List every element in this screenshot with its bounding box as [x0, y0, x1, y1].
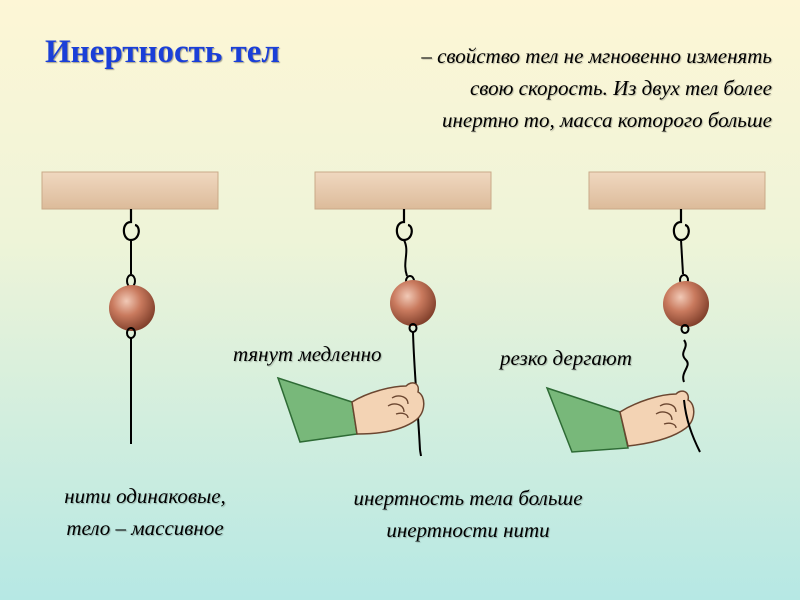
- definition-text: – свойство тел не мгновенно изменять сво…: [342, 40, 772, 136]
- sleeve: [276, 376, 358, 443]
- caption-line: нити одинаковые,: [64, 484, 226, 508]
- definition-line: – свойство тел не мгновенно изменять: [421, 44, 772, 68]
- thread: [419, 449, 422, 457]
- hook: [395, 209, 413, 242]
- caption-line: тело – массивное: [66, 516, 224, 540]
- caption-line: инертности нити: [386, 518, 550, 542]
- thread: [403, 239, 408, 277]
- hook: [672, 209, 690, 242]
- title: Инертность тел: [45, 34, 280, 70]
- setup-middle: [276, 171, 492, 457]
- ceiling-beam: [314, 171, 492, 210]
- label-sharp-jerk: резко дергают: [500, 346, 632, 370]
- sleeve: [545, 386, 629, 453]
- ball: [109, 285, 155, 331]
- caption-line: инертность тела больше: [353, 486, 583, 510]
- hook: [122, 209, 140, 242]
- label-slow-pull: тянут медленно: [233, 342, 382, 366]
- setup-right: [545, 171, 766, 453]
- definition-line: инертно то, масса которого больше: [442, 108, 772, 132]
- caption-left: нити одинаковые, тело – массивное: [30, 480, 260, 544]
- ceiling-beam: [41, 171, 219, 210]
- broken-thread-top: [682, 339, 689, 383]
- setup-left: [41, 171, 219, 444]
- ceiling-beam: [588, 171, 766, 210]
- hand-fingers: [655, 403, 677, 429]
- ball: [663, 281, 709, 327]
- hand-fingers: [387, 395, 409, 419]
- caption-bottom: инертность тела больше инертности нити: [318, 482, 618, 546]
- broken-thread-bottom: [683, 399, 701, 453]
- loop: [680, 324, 690, 334]
- hand: [619, 390, 695, 447]
- hand: [351, 382, 425, 435]
- ball: [390, 280, 436, 326]
- thread: [680, 239, 684, 275]
- definition-line: свою скорость. Из двух тел более: [469, 76, 772, 100]
